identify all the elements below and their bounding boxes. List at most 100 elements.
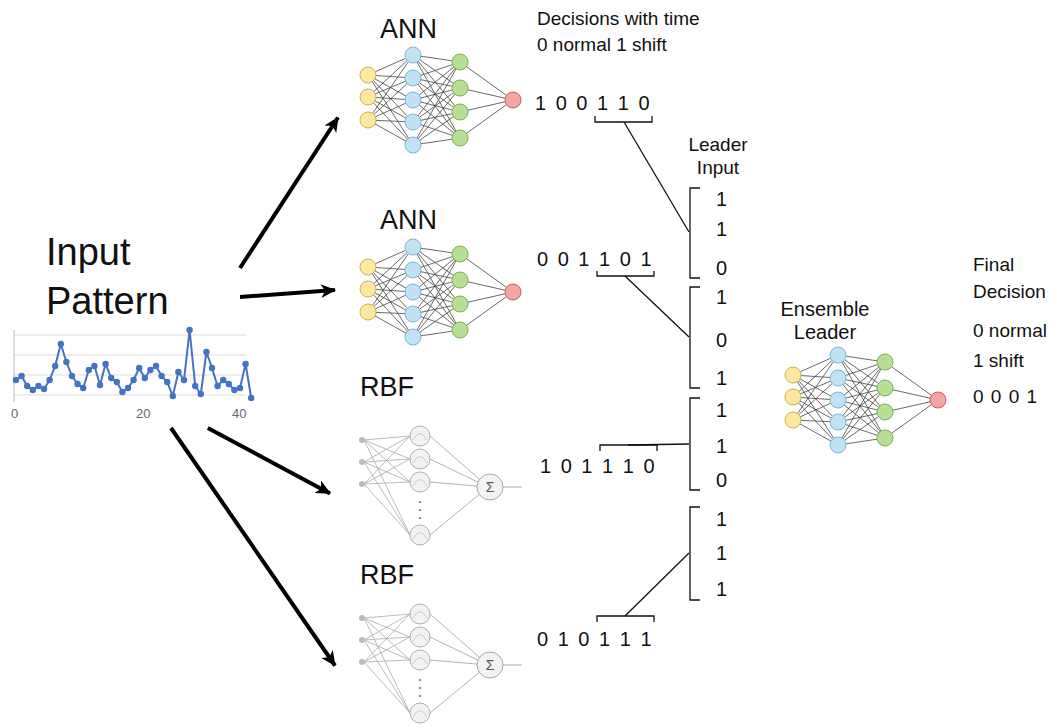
rbf-neuron xyxy=(410,449,430,469)
neuron xyxy=(360,281,376,297)
data-point xyxy=(102,361,108,367)
rbf-network: RBF xyxy=(330,372,530,548)
rbf-link xyxy=(364,436,410,462)
data-point xyxy=(119,389,125,395)
neuron xyxy=(830,437,846,453)
synapse xyxy=(885,362,938,400)
bracket xyxy=(690,287,700,388)
rbf-link xyxy=(364,614,410,618)
neuron xyxy=(830,414,846,430)
neuron xyxy=(830,370,846,386)
rbf-link xyxy=(364,614,410,662)
grid-line xyxy=(14,375,246,376)
leader-line xyxy=(625,276,689,337)
data-point xyxy=(130,377,136,383)
leader-line xyxy=(624,122,689,232)
note: Leader Input xyxy=(675,134,761,180)
bracket xyxy=(600,445,657,451)
rbf-neuron xyxy=(410,472,430,492)
data-point xyxy=(153,363,159,369)
rbf-curve xyxy=(413,533,427,540)
note: 0 normal xyxy=(973,320,1047,343)
neuron xyxy=(452,246,468,262)
decision-sequence: 1 0 0 1 1 0 xyxy=(535,91,652,115)
neuron xyxy=(405,306,421,322)
rbf-link xyxy=(364,440,410,482)
rbf-curve xyxy=(413,711,427,718)
synapse xyxy=(460,62,513,100)
ellipsis-dot xyxy=(419,687,422,690)
node-title: RBF xyxy=(360,372,414,403)
rbf-link xyxy=(364,640,410,660)
data-point xyxy=(175,369,181,375)
synapse xyxy=(413,78,460,112)
data-point xyxy=(74,381,80,387)
rbf-link xyxy=(430,494,479,535)
rbf-neuron xyxy=(410,525,430,545)
neuron xyxy=(930,392,946,408)
rbf-curve xyxy=(413,635,427,642)
rbf-neuron xyxy=(410,426,430,446)
brackets xyxy=(595,116,700,622)
data-point xyxy=(242,361,248,367)
neuron xyxy=(452,272,468,288)
ann-network: ANN xyxy=(335,205,530,340)
rbf-link xyxy=(364,440,410,535)
leader-input-bit: 1 xyxy=(716,398,727,422)
ellipsis-dot xyxy=(419,501,422,504)
rbf-link xyxy=(430,672,479,713)
data-point xyxy=(198,391,204,397)
rbf-link xyxy=(364,462,410,482)
network-drawings xyxy=(359,47,946,723)
rbf-curve xyxy=(413,612,427,619)
synapse xyxy=(460,292,513,330)
rbf-link xyxy=(430,660,477,664)
data-line xyxy=(16,330,251,398)
leader-input-bit: 1 xyxy=(716,577,727,601)
data-point xyxy=(13,377,19,383)
sum-unit xyxy=(477,474,503,500)
data-point xyxy=(226,381,232,387)
rbf-neuron xyxy=(410,703,430,723)
ann-drawing xyxy=(785,347,946,453)
neuron xyxy=(405,262,421,278)
rbf-link xyxy=(364,660,410,662)
arrow-connector xyxy=(208,428,330,493)
note: 0 normal 1 shift xyxy=(537,34,667,57)
neuron xyxy=(452,80,468,96)
rbf-link xyxy=(364,618,410,660)
neuron xyxy=(405,239,421,255)
note: 1 shift xyxy=(973,350,1024,373)
rbf-drawing xyxy=(359,426,522,545)
axis-tick: 0 xyxy=(11,406,18,422)
input-pattern: Input Pattern xyxy=(10,228,240,428)
rbf-curve xyxy=(413,480,427,487)
node-title: ANN xyxy=(380,205,437,236)
data-point xyxy=(58,341,64,347)
rbf-network: RBF xyxy=(335,558,530,726)
data-point xyxy=(46,377,52,383)
leader-input-bit: 1 xyxy=(716,507,727,531)
axis-tick: 40 xyxy=(232,406,246,422)
neuron xyxy=(877,354,893,370)
rbf-neuron xyxy=(410,604,430,624)
data-point xyxy=(203,349,209,355)
data-point xyxy=(24,383,30,389)
rbf-input xyxy=(359,481,365,487)
neuron xyxy=(505,92,521,108)
bracket xyxy=(595,116,652,122)
data-point xyxy=(108,375,114,381)
rbf-link xyxy=(364,482,410,484)
node-title: Input Pattern xyxy=(46,228,221,327)
synapse xyxy=(368,247,413,312)
leader-line xyxy=(628,444,689,445)
rbf-curve xyxy=(413,658,427,665)
synapse xyxy=(460,100,513,138)
final-decision-title: Final Decision xyxy=(973,252,1055,305)
leader-input-bit: 1 xyxy=(716,217,727,241)
rbf-input xyxy=(359,459,365,465)
synapse xyxy=(413,270,460,304)
